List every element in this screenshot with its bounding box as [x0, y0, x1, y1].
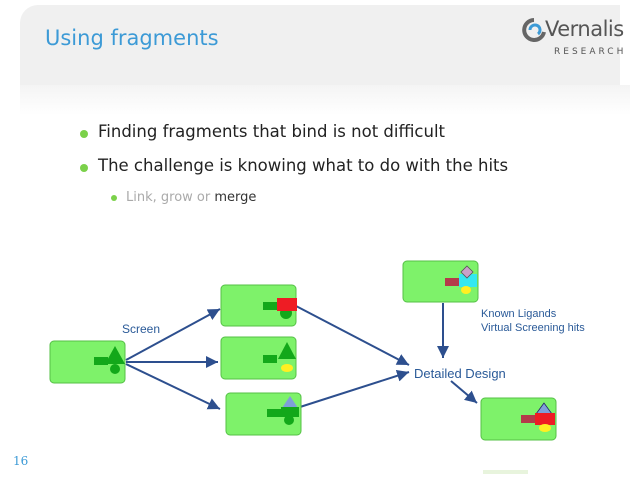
- footer-accent: [483, 470, 528, 474]
- arrow-hit3-to-design: [299, 369, 410, 408]
- slide-header: [20, 5, 620, 85]
- arrow-hit1-to-design: [295, 305, 410, 366]
- bullet-item: The challenge is knowing what to do with…: [98, 156, 509, 175]
- logo-mark-icon: [522, 18, 546, 42]
- arrow-screen-to-hit1: [125, 308, 221, 361]
- sub-bullet-text: Link, grow or: [126, 190, 215, 205]
- sub-bullet-item: Link, grow or merge: [126, 190, 256, 205]
- header-shadow: [20, 85, 630, 115]
- fragment-hit-box-3: [225, 392, 302, 436]
- screen-label: Screen: [122, 322, 161, 336]
- arrow-design-to-result: [450, 380, 478, 404]
- arrow-screen-to-hit3: [125, 363, 221, 410]
- sub-bullet-dot-icon: [111, 195, 117, 201]
- fragment-hit-box-1: [220, 284, 297, 327]
- known-ligands-text: Known Ligands: [481, 308, 557, 320]
- screen-fragment-box: [49, 340, 126, 384]
- known-ligand-box: [402, 260, 479, 303]
- sub-bullet-highlight: merge: [214, 190, 257, 205]
- logo-name: Vernalis: [545, 17, 624, 41]
- bullet-item: Finding fragments that bind is not diffi…: [98, 122, 446, 141]
- detailed-design-label: Detailed Design: [414, 366, 506, 381]
- merged-result-box: [480, 397, 557, 441]
- known-ligands-label: Known Ligands Virtual Screening hits: [481, 307, 585, 335]
- page-number: 16: [13, 454, 29, 468]
- bullet-dot-icon: [80, 130, 88, 138]
- slide-title: Using fragments: [45, 26, 219, 50]
- vernalis-logo: Vernalis RESEARCH: [522, 17, 627, 64]
- fragment-hit-box-2: [220, 336, 297, 380]
- bullet-dot-icon: [80, 164, 88, 172]
- virtual-screening-text: Virtual Screening hits: [481, 322, 585, 334]
- logo-subtitle: RESEARCH: [554, 47, 627, 57]
